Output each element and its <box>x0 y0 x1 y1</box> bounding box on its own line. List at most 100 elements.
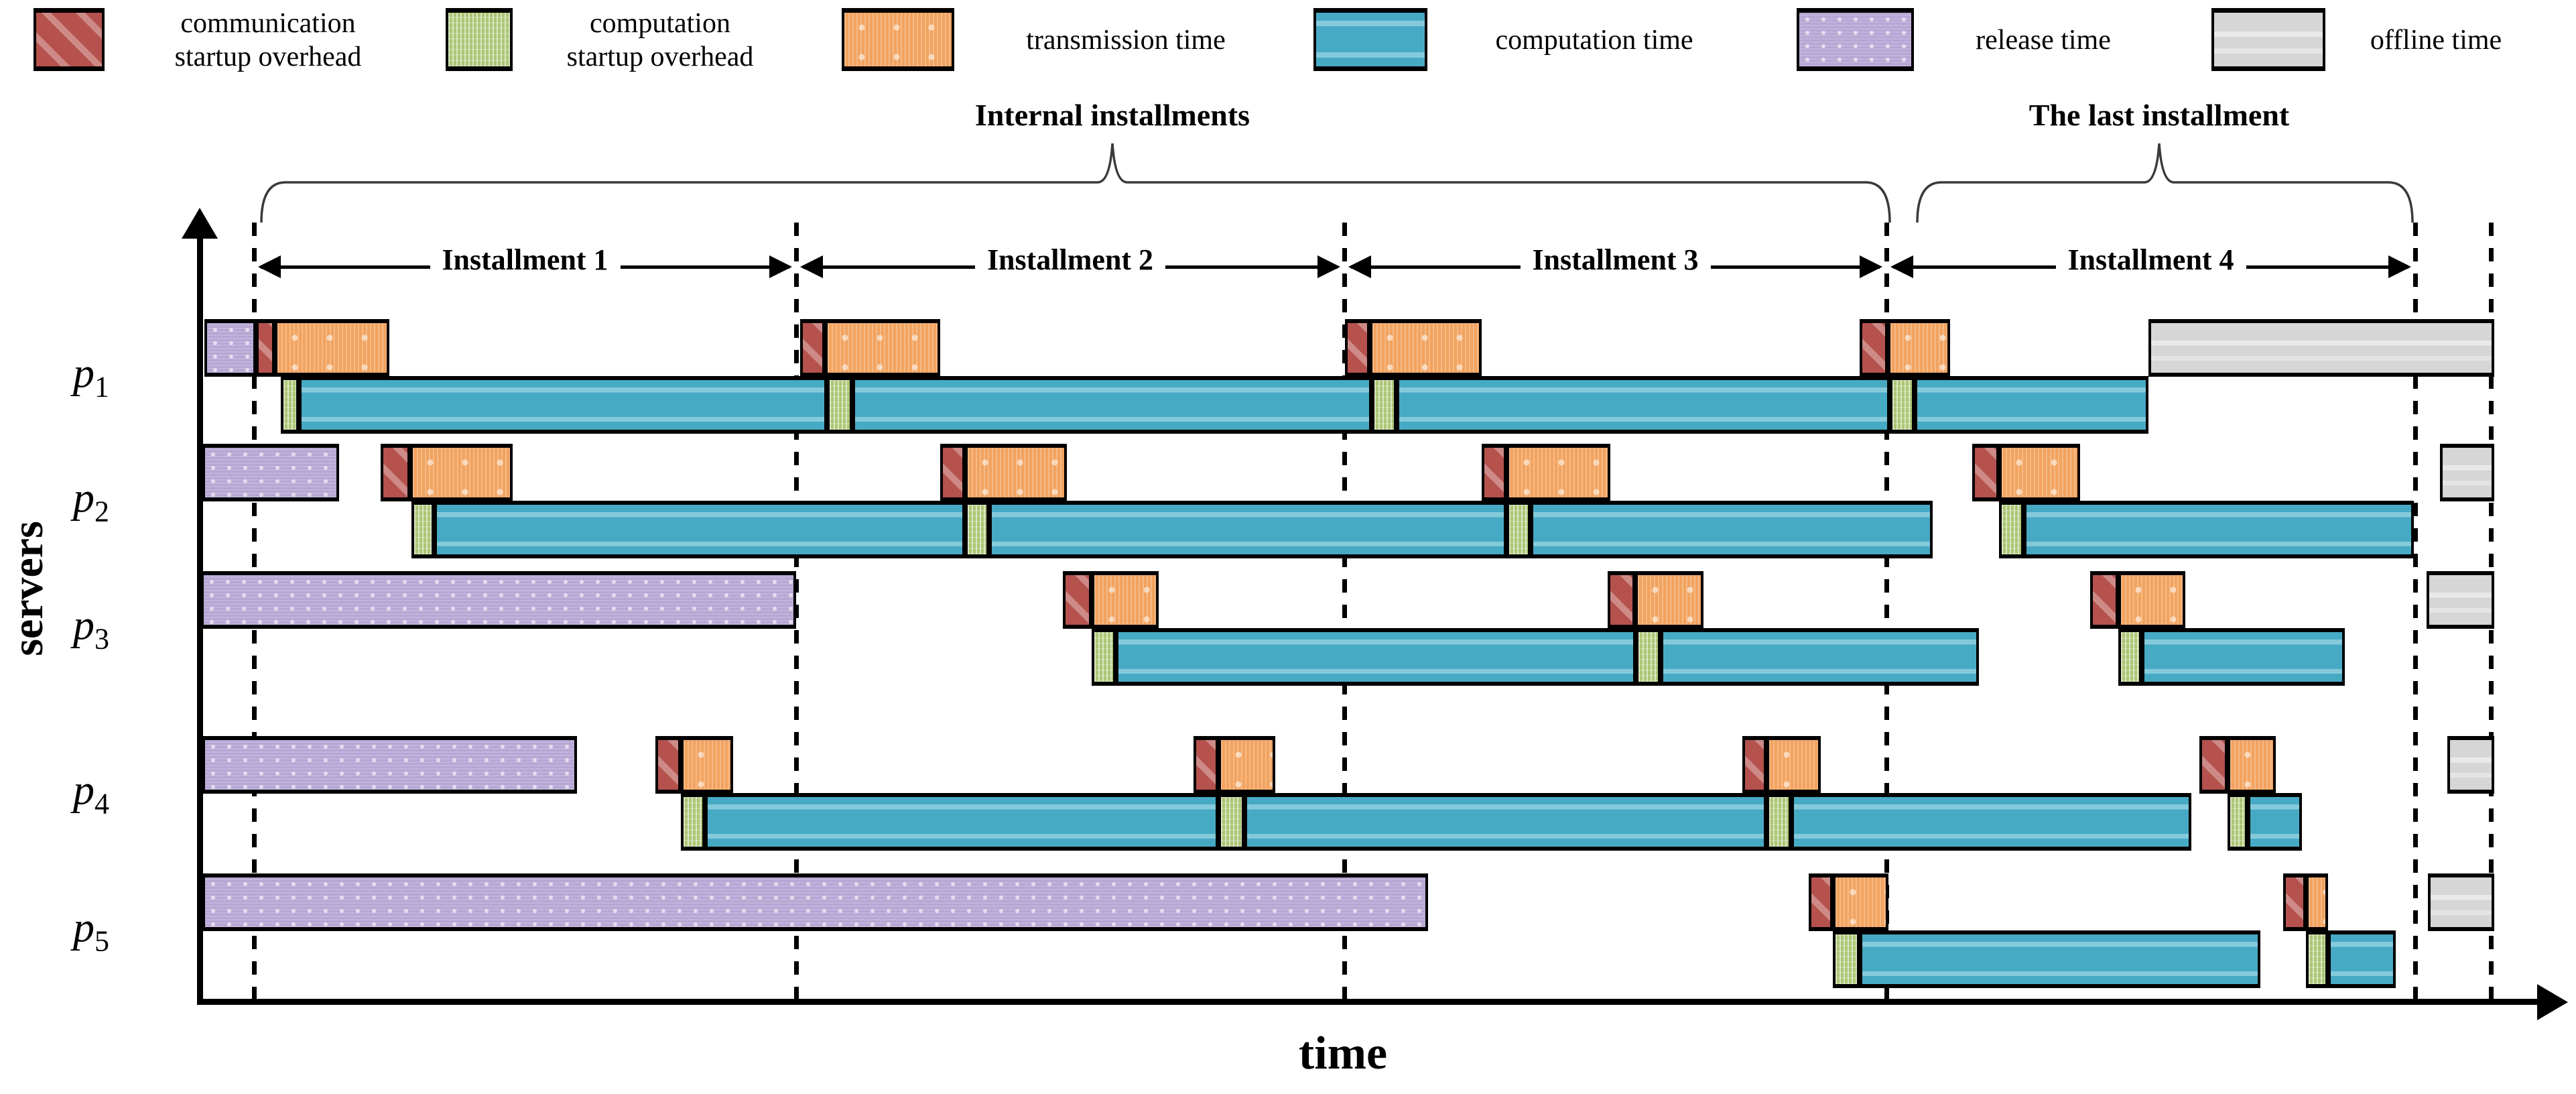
x-axis-title: time <box>1298 1028 1388 1079</box>
transmission-segment <box>825 319 940 377</box>
communication-segment <box>1194 736 1218 794</box>
installment-boundary-dashed-line <box>2413 223 2418 999</box>
computation_startup-segment <box>1999 501 2024 558</box>
transmission-segment <box>275 319 389 377</box>
installment-label-1: Installment 1 <box>430 243 621 278</box>
last-installment-label: The last installment <box>2028 98 2290 132</box>
computation_startup-segment <box>965 501 989 558</box>
arrow-right-icon <box>1860 255 1882 278</box>
row-label-p2: p2 <box>73 473 109 528</box>
computation-segment <box>989 501 1506 558</box>
transmission-time-swatch <box>842 8 954 71</box>
communication-segment <box>800 319 825 377</box>
installment-label-3: Installment 3 <box>1520 243 1711 278</box>
computation_startup-segment <box>1636 628 1661 686</box>
transmission-segment <box>2118 571 2185 629</box>
computation-time-label: computation time <box>1495 25 1693 56</box>
computation_startup-segment <box>1218 793 1244 851</box>
transmission-segment <box>2306 873 2328 931</box>
row-label-p5: p5 <box>73 903 109 958</box>
transmission-segment <box>1218 736 1275 794</box>
computation_startup-segment <box>1833 930 1860 988</box>
y-axis-title: servers <box>3 521 52 656</box>
computation-segment <box>2328 930 2396 988</box>
transmission-time-label: transmission time <box>1026 25 1226 56</box>
communication-segment <box>1608 571 1635 629</box>
communication-segment <box>381 444 410 501</box>
computation_startup-segment <box>2118 628 2142 686</box>
computation_startup-segment <box>1766 793 1791 851</box>
installment-boundary-dashed-line <box>1342 223 1347 999</box>
release-segment <box>201 571 796 629</box>
row-label-p3: p3 <box>73 601 109 656</box>
communication-segment <box>1972 444 1999 501</box>
communication-segment <box>1482 444 1506 501</box>
computation-segment <box>1661 628 1979 686</box>
offline-segment <box>2447 736 2494 794</box>
transmission-segment <box>1635 571 1703 629</box>
release-segment <box>202 736 577 794</box>
communication-segment <box>256 319 275 377</box>
installment-label-4: Installment 4 <box>2055 243 2246 278</box>
arrow-right-icon <box>1317 255 1340 278</box>
computation-segment <box>1791 793 2191 851</box>
computation-segment <box>299 376 827 434</box>
communication-segment <box>1063 571 1092 629</box>
y-axis-arrow-icon <box>182 208 218 239</box>
arrow-left-icon <box>800 255 823 278</box>
brace-internal <box>260 143 1891 223</box>
computation-segment <box>2024 501 2414 558</box>
computation-segment <box>705 793 1218 851</box>
transmission-segment <box>1370 319 1482 377</box>
communication-segment <box>2283 873 2306 931</box>
installment-boundary-dashed-line <box>1884 223 1889 999</box>
transmission-segment <box>1506 444 1610 501</box>
transmission-segment <box>965 444 1067 501</box>
installment-label-2: Installment 2 <box>974 243 1166 278</box>
communication-segment <box>940 444 965 501</box>
transmission-segment <box>1766 736 1821 794</box>
offline-segment <box>2148 319 2494 377</box>
offline-segment <box>2428 873 2494 931</box>
arrow-left-icon <box>1348 255 1371 278</box>
communication-segment <box>655 736 681 794</box>
arrow-right-icon <box>769 255 792 278</box>
transmission-segment <box>681 736 733 794</box>
computation-segment <box>1397 376 1890 434</box>
release-segment <box>204 319 256 377</box>
computation_startup-segment <box>1092 628 1116 686</box>
arrow-left-icon <box>258 255 281 278</box>
offline-time-label: offline time <box>2370 25 2502 56</box>
computation-segment <box>434 501 965 558</box>
communication-segment <box>1742 736 1766 794</box>
brace-graphics <box>260 143 2414 223</box>
transmission-segment <box>1888 319 1950 377</box>
row-label-p4: p4 <box>73 766 109 820</box>
computation-segment <box>1860 930 2260 988</box>
computation_startup-segment <box>281 376 299 434</box>
installment-boundary-dashed-line <box>794 223 799 999</box>
communication-segment <box>1860 319 1888 377</box>
release-time-label: release time <box>1976 25 2111 56</box>
computation_startup-segment <box>1372 376 1397 434</box>
arrow-left-icon <box>1890 255 1913 278</box>
computation-segment <box>1531 501 1933 558</box>
arrow-right-icon <box>2388 255 2411 278</box>
release-segment <box>202 873 1428 931</box>
offline-segment <box>2427 571 2494 629</box>
release-segment <box>202 444 339 501</box>
computation-segment <box>1244 793 1766 851</box>
offline-time-swatch <box>2211 8 2325 71</box>
computation-segment <box>2248 793 2302 851</box>
computation-startup-overhead-swatch <box>446 8 513 71</box>
communication-segment <box>1809 873 1833 931</box>
x-axis-line <box>197 999 2537 1005</box>
communication-segment <box>2199 736 2228 794</box>
x-axis-arrow-icon <box>2537 984 2568 1020</box>
internal-installments-label: Internal installments <box>974 98 1250 132</box>
transmission-segment <box>2228 736 2276 794</box>
computation_startup-segment <box>827 376 852 434</box>
release-time-swatch <box>1797 8 1914 71</box>
